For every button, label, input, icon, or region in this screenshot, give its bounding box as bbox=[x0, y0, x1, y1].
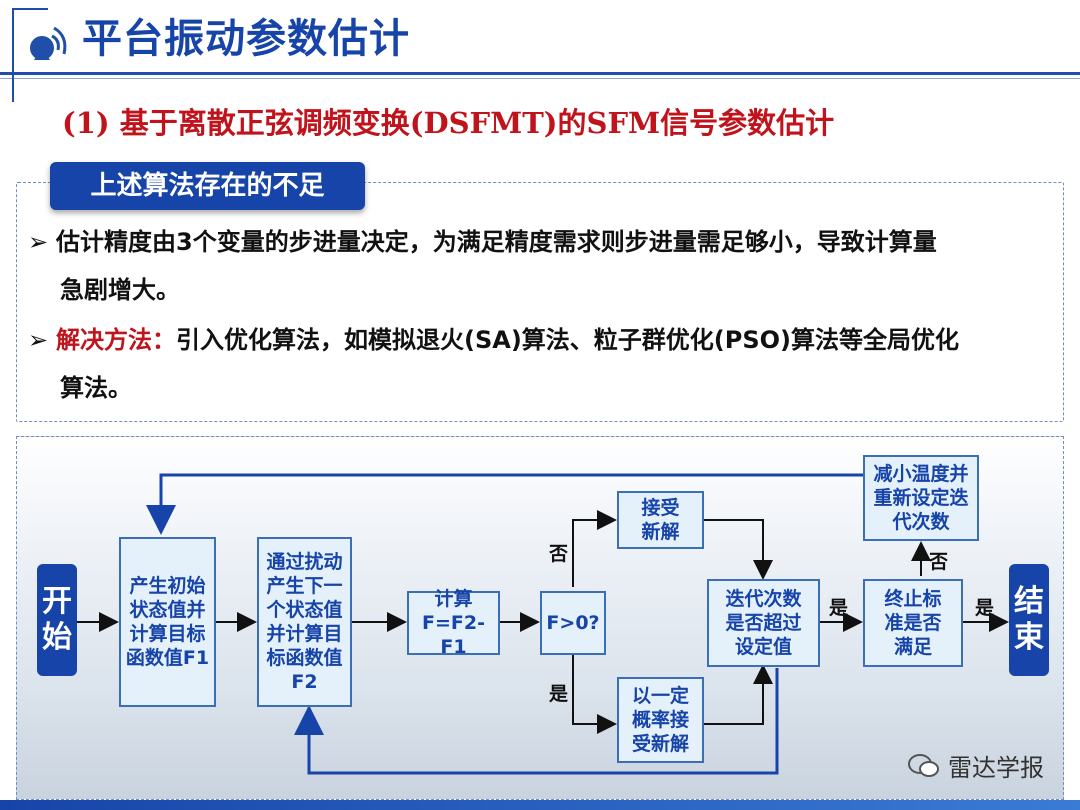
bullet-item-2: ➢解决方法：引入优化算法，如模拟退火(SA)算法、粒子群优化(PSO)算法等全局… bbox=[28, 316, 1058, 412]
bullet-1-cont: 急剧增大。 bbox=[60, 276, 180, 304]
iter-check-node: 迭代次数 是否超过 设定值 bbox=[707, 579, 820, 667]
arrow-iter-perturb bbox=[294, 668, 779, 775]
label-yes-bottom: 是 bbox=[549, 683, 569, 705]
bottom-bar bbox=[0, 800, 1080, 810]
accept-node: 接受 新解 bbox=[617, 491, 704, 549]
arrow-decision-accept bbox=[572, 510, 617, 587]
compute-node: 计算 F=F2-F1 bbox=[407, 588, 500, 658]
arrow-decision-prob bbox=[572, 655, 617, 734]
label-yes-end: 是 bbox=[975, 597, 995, 619]
bullet-2-text: 引入优化算法，如模拟退火(SA)算法、粒子群优化(PSO)算法等全局优化 bbox=[176, 326, 960, 354]
reduce-temp-node: 减小温度并 重新设定迭 代次数 bbox=[863, 455, 979, 541]
bullet-arrow-icon: ➢ bbox=[28, 228, 49, 256]
arrow-accept-iter bbox=[704, 519, 773, 580]
prob-accept-node: 以一定 概率接 受新解 bbox=[617, 677, 704, 763]
shortcomings-tab: 上述算法存在的不足 bbox=[50, 162, 365, 210]
page-title: 平台振动参数估计 bbox=[82, 16, 410, 62]
flowchart-connectors bbox=[77, 473, 1009, 775]
arrow-prob-iter bbox=[704, 664, 773, 725]
label-yes-mid: 是 bbox=[829, 597, 849, 619]
bullet-2-cont: 算法。 bbox=[60, 374, 132, 402]
terminate-node: 终止标 准是否 满足 bbox=[863, 579, 963, 667]
start-node: 开 始 bbox=[37, 564, 77, 676]
bullet-arrow-icon: ➢ bbox=[28, 326, 49, 354]
radar-dish-icon bbox=[30, 26, 67, 60]
watermark-text: 雷达学报 bbox=[948, 754, 1044, 782]
bullet-1-text: 估计精度由3个变量的步进量决定，为满足精度需求则步进量需足够小，导致计算量 bbox=[56, 228, 937, 256]
end-node: 结 束 bbox=[1009, 564, 1049, 676]
solution-label: 解决方法： bbox=[56, 326, 176, 354]
watermark: 雷达学报 bbox=[908, 748, 1044, 783]
wechat-icon bbox=[908, 753, 939, 777]
arrow-reduce-init bbox=[146, 473, 863, 535]
flowchart-panel: 开 始 产生初始 状态值并 计算目标 函数值F1 通过扰动 产生下一 个状态值 … bbox=[16, 436, 1064, 800]
header-divider-thin bbox=[0, 78, 1080, 79]
perturb-node: 通过扰动 产生下一 个状态值 并计算目 标函数值 F2 bbox=[257, 537, 352, 707]
section-subtitle: (1) 基于离散正弦调频变换(DSFMT)的SFM信号参数估计 bbox=[62, 106, 835, 140]
label-no-reduce: 否 bbox=[929, 551, 949, 573]
logo-frame bbox=[12, 8, 48, 102]
label-no-top: 否 bbox=[549, 543, 569, 565]
init-node: 产生初始 状态值并 计算目标 函数值F1 bbox=[119, 537, 216, 707]
decision-node: F>0? bbox=[540, 591, 606, 655]
header-divider bbox=[0, 72, 1080, 75]
shortcomings-box bbox=[16, 182, 1064, 422]
bullet-item-1: ➢估计精度由3个变量的步进量决定，为满足精度需求则步进量需足够小，导致计算量 急… bbox=[28, 218, 1058, 314]
